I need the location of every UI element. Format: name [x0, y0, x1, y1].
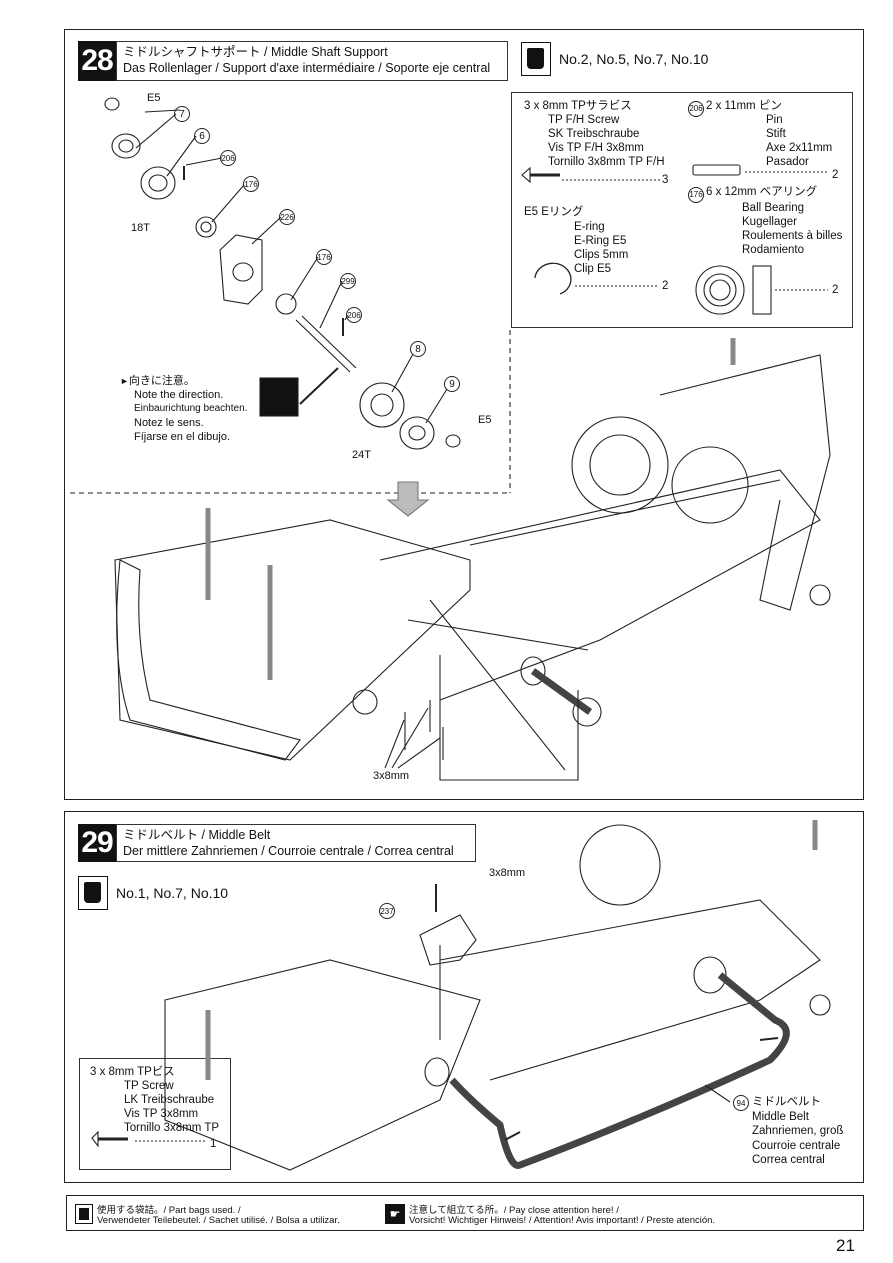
screw-qty: 3 — [662, 174, 669, 186]
step-28-number: 28 — [78, 41, 116, 81]
parts-bag-icon — [78, 876, 108, 910]
step-28-parts-box: 3 x 8mm TPサラビス TP F/H Screw SK Treibschr… — [511, 92, 853, 328]
footer-bag-line1: 使用する袋詰。/ Part bags used. / — [97, 1205, 241, 1216]
bearing-part-number: 176 — [688, 187, 704, 203]
ering-name-1: E-Ring E5 — [574, 235, 627, 247]
step-28-title-en: / Middle Shaft Support — [264, 45, 388, 59]
footer-bag-icon — [75, 1204, 93, 1224]
screw29-title: 3 x 8mm TPビス — [90, 1066, 175, 1078]
screw-name-1: SK Treibschraube — [548, 128, 640, 140]
bearing-name-0: Ball Bearing — [742, 202, 805, 214]
footer-attn-line2: Vorsicht! Wichtiger Hinweis! / Attention… — [409, 1215, 716, 1226]
belt-name-de: Zahnriemen, groß — [752, 1125, 844, 1137]
step-28-title-multi: Das Rollenlager / Support d'axe interméd… — [123, 61, 491, 75]
bearing-qty: 2 — [832, 284, 839, 296]
direction-note-es: Fíjarse en el dibujo. — [134, 431, 230, 443]
pin-name-0: Pin — [766, 114, 783, 126]
callout-e5-top: E5 — [147, 92, 161, 104]
callout-7: 7 — [174, 106, 190, 122]
bearing-name-1: Kugellager — [742, 216, 797, 228]
direction-note-de: Einbaurichtung beachten. — [134, 403, 248, 414]
step-29-parts-box: 3 x 8mm TPビス TP Screw LK Treibschraube V… — [79, 1058, 231, 1170]
step-29-bags: No.1, No.7, No.10 — [78, 876, 228, 910]
belt-names: ミドルベルト Middle Belt Zahnriemen, groß Cour… — [752, 1095, 843, 1168]
ering-qty: 2 — [662, 280, 669, 292]
bearing-name-3: Rodamiento — [742, 244, 805, 256]
screw-name-3: Tornillo 3x8mm TP F/H — [548, 156, 665, 168]
callout-screw-3x8: 3x8mm — [373, 770, 410, 782]
screw-title: 3 x 8mm TPサラビス — [524, 100, 632, 112]
callout-6: 6 — [194, 128, 210, 144]
footer-attention-icon: ☛ — [385, 1204, 405, 1224]
callout-299: 299 — [340, 273, 356, 289]
ering-name-0: E-ring — [574, 221, 605, 233]
callout-screw29: 3x8mm — [489, 867, 526, 879]
callout-9: 9 — [444, 376, 460, 392]
screw29-name-1: LK Treibschraube — [124, 1094, 215, 1106]
pin-name-1: Stift — [766, 128, 786, 140]
screw29-name-2: Vis TP 3x8mm — [124, 1108, 199, 1120]
pin-name-2: Axe 2x11mm — [766, 142, 833, 154]
pin-name-3: Pasador — [766, 156, 809, 168]
footer-bag-line2: Verwendeter Teilebeutel. / Sachet utilis… — [97, 1215, 340, 1226]
step-29-number: 29 — [78, 824, 116, 862]
callout-176a: 176 — [243, 176, 259, 192]
step-29-bag-list: No.1, No.7, No.10 — [116, 885, 229, 901]
step-28-header: ミドルシャフトサポート / Middle Shaft Support Das R… — [116, 41, 508, 81]
callout-24t: 24T — [352, 449, 371, 461]
ering-title: E5 Eリング — [524, 206, 584, 218]
screw29-name-3: Tornillo 3x8mm TP — [124, 1122, 220, 1134]
screw-name-2: Vis TP F/H 3x8mm — [548, 142, 644, 154]
callout-e5-bottom: E5 — [478, 414, 492, 426]
pin-title: 2 x 11mm ピン — [706, 100, 782, 112]
page-number: 21 — [836, 1236, 855, 1255]
bearing-name-2: Roulements à billes — [742, 230, 843, 242]
step-28-bag-list: No.2, No.5, No.7, No.10 — [559, 51, 709, 67]
callout-237: 237 — [379, 903, 395, 919]
footer-attn-line1: 注意して組立てる所。/ Pay close attention here! / — [409, 1205, 619, 1216]
step-29-title-jp: ミドルベルト — [123, 828, 199, 842]
pin-qty: 2 — [832, 169, 839, 181]
step-29-title-multi: Der mittlere Zahnriemen / Courroie centr… — [123, 844, 454, 858]
direction-note-fr: Notez le sens. — [134, 417, 204, 429]
callout-94: 94 — [733, 1095, 749, 1111]
parts-bag-icon — [521, 42, 551, 76]
step-29-header: ミドルベルト / Middle Belt Der mittlere Zahnri… — [116, 824, 476, 862]
bearing-title: 6 x 12mm ベアリング — [706, 186, 818, 198]
belt-name-fr: Courroie centrale — [752, 1139, 841, 1152]
direction-note-en: Note the direction. — [134, 389, 224, 401]
step-28-title-jp: ミドルシャフトサポート — [123, 45, 261, 59]
legend-footer: 使用する袋詰。/ Part bags used. / Verwendeter T… — [66, 1195, 864, 1231]
callout-226: 226 — [279, 209, 295, 225]
callout-206b: 206 — [346, 307, 362, 323]
screw-name-0: TP F/H Screw — [548, 114, 620, 126]
screw29-name-0: TP Screw — [124, 1080, 174, 1092]
step-28-bags: No.2, No.5, No.7, No.10 — [521, 42, 708, 76]
belt-name-es: Correa central — [752, 1154, 825, 1166]
ering-name-3: Clip E5 — [574, 263, 612, 275]
callout-8: 8 — [410, 341, 426, 357]
pin-part-number: 206 — [688, 101, 704, 117]
belt-name-en: Middle Belt — [752, 1110, 809, 1123]
belt-name-jp: ミドルベルト — [752, 1096, 821, 1108]
step-29-title-en: / Middle Belt — [201, 828, 271, 842]
callout-176b: 176 — [316, 249, 332, 265]
screw29-qty: 1 — [210, 1138, 217, 1150]
callout-18t: 18T — [131, 222, 150, 234]
direction-note: ►向きに注意。 Note the direction. Einbaurichtu… — [120, 375, 248, 443]
direction-note-jp: 向きに注意。 — [128, 375, 195, 387]
ering-name-2: Clips 5mm — [574, 249, 629, 261]
callout-206a: 206 — [220, 150, 236, 166]
